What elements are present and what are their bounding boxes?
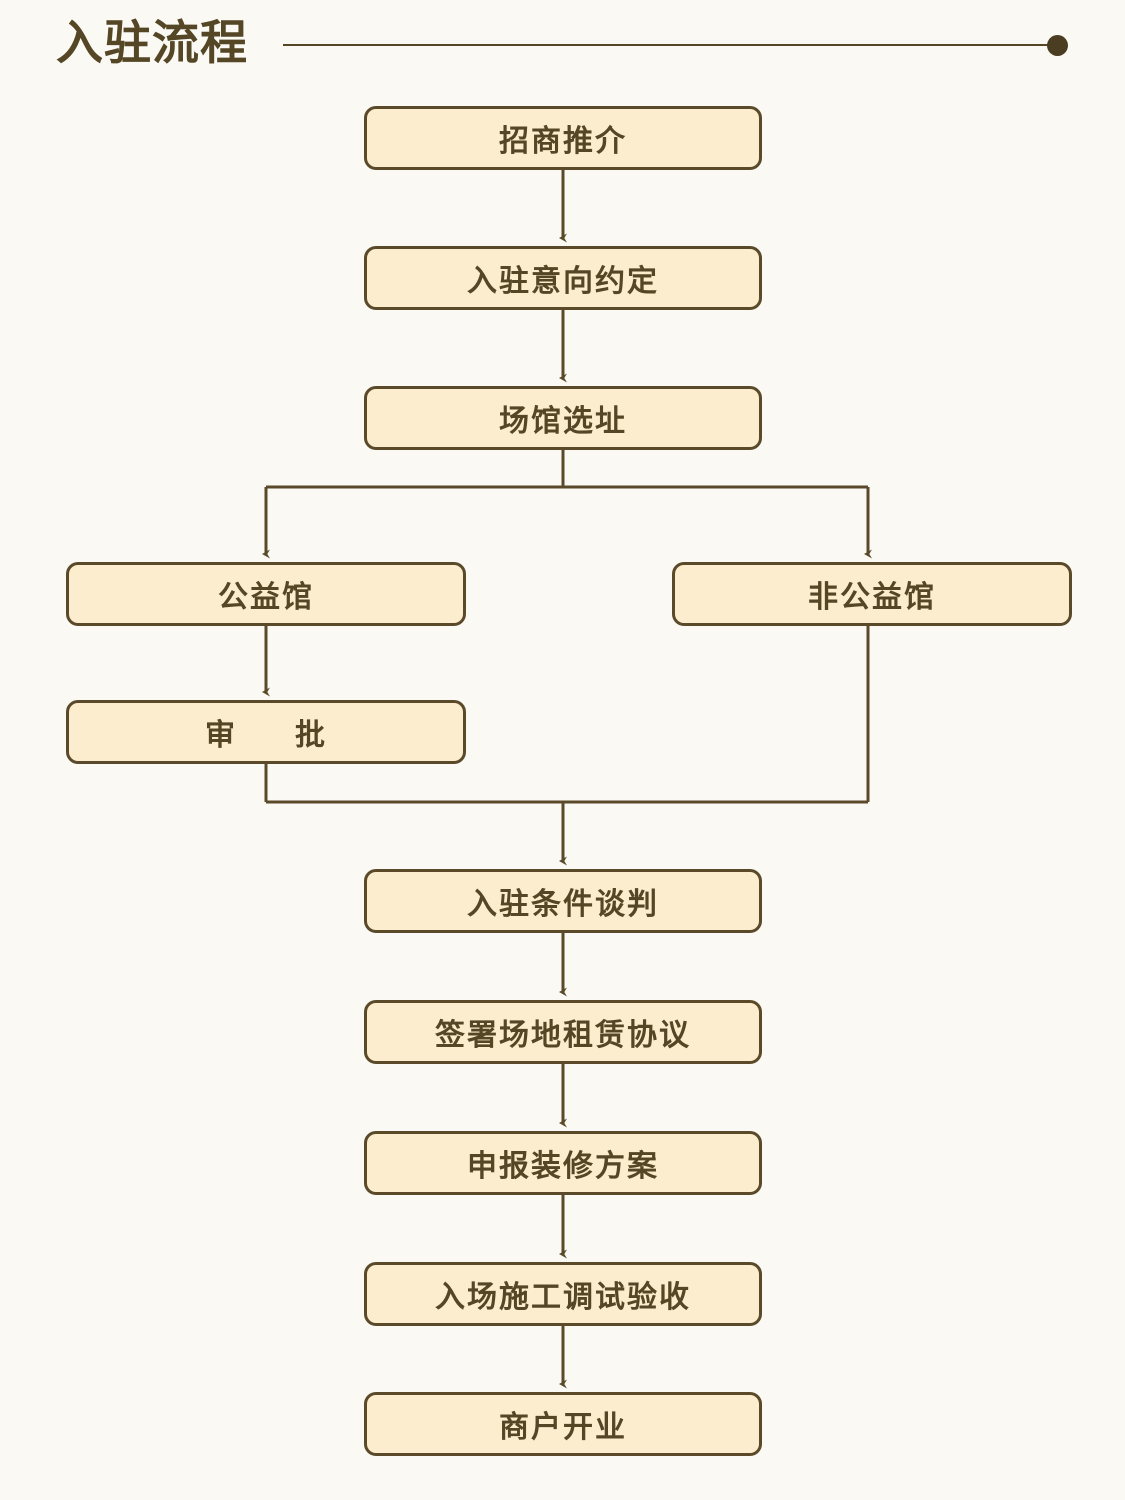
flow-node-gongyiguan[interactable]: 公益馆 — [66, 562, 466, 626]
flow-node-label: 场馆选址 — [499, 405, 627, 438]
flow-node-shanghukaiye[interactable]: 商户开业 — [364, 1392, 762, 1456]
flow-node-zhaoshangtuijie[interactable]: 招商推介 — [364, 106, 762, 170]
flow-node-label: 入场施工调试验收 — [435, 1281, 691, 1314]
flow-node-ruzhuyixiangyueding[interactable]: 入驻意向约定 — [364, 246, 762, 310]
flow-node-label-pi: 批 — [295, 719, 327, 752]
flow-node-label: 商户开业 — [499, 1411, 627, 1444]
flow-node-label: 申报装修方案 — [467, 1150, 659, 1183]
header-endpoint-dot-icon — [1047, 35, 1068, 56]
flow-node-label-shen: 审 — [205, 719, 237, 752]
flow-node-label: 入驻意向约定 — [467, 265, 659, 298]
flow-node-shenbaozhuangxiufangan[interactable]: 申报装修方案 — [364, 1131, 762, 1195]
flow-node-label: 入驻条件谈判 — [467, 888, 659, 921]
flow-node-qianshuchangdizulinxieyi[interactable]: 签署场地租赁协议 — [364, 1000, 762, 1064]
flow-node-feigongyiguan[interactable]: 非公益馆 — [672, 562, 1072, 626]
flow-node-ruchangshigongdiaoshiyanshou[interactable]: 入场施工调试验收 — [364, 1262, 762, 1326]
flow-node-label: 招商推介 — [499, 125, 627, 158]
flow-node-label: 公益馆 — [218, 581, 314, 614]
header-divider-line — [283, 44, 1053, 46]
flow-node-label: 非公益馆 — [808, 581, 936, 614]
flow-node-ruzhutiaojiantanpan[interactable]: 入驻条件谈判 — [364, 869, 762, 933]
flow-node-shenpi[interactable]: 审 批 — [66, 700, 466, 764]
page-header: 入驻流程 — [0, 0, 1125, 92]
flow-node-label: 签署场地租赁协议 — [435, 1019, 691, 1052]
flow-node-changguanxuanzhi[interactable]: 场馆选址 — [364, 386, 762, 450]
page-title: 入驻流程 — [56, 16, 248, 69]
